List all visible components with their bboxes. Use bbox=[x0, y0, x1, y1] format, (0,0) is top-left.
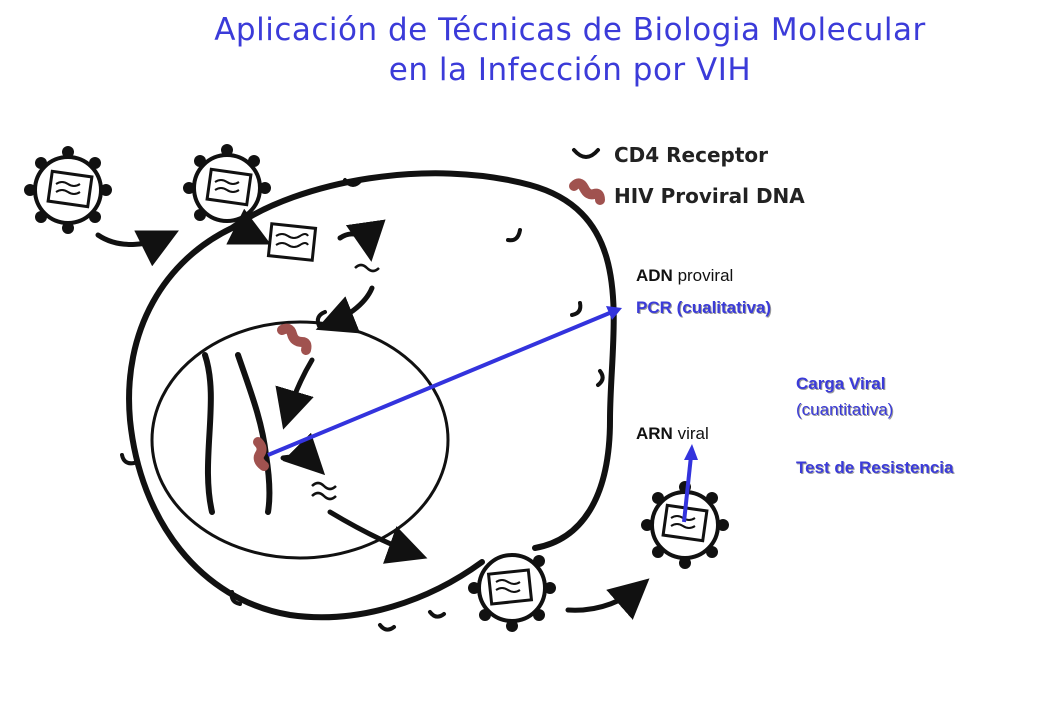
nucleus bbox=[150, 320, 450, 560]
label-adn-proviral: ADN proviral bbox=[636, 266, 733, 286]
label-pcr-cualitativa: PCR (cualitativa) bbox=[636, 298, 772, 317]
uncoated-capsid bbox=[266, 222, 318, 262]
proviral-dna-icon bbox=[277, 323, 312, 355]
lifecycle-arrows bbox=[95, 208, 650, 620]
label-proviral: proviral bbox=[672, 266, 734, 285]
viral-rna-icons bbox=[311, 263, 380, 501]
label-test-resistencia: Test de Resistencia bbox=[796, 458, 954, 477]
legend-cd4-receptor: CD4 Receptor bbox=[614, 143, 769, 167]
blue-pointer-arrows bbox=[267, 306, 698, 523]
virus-particle-2 bbox=[183, 144, 271, 223]
label-arn-viral: ARN viral bbox=[636, 424, 709, 444]
slide-title: Aplicación de Técnicas de Biologia Molec… bbox=[0, 10, 1040, 90]
host-chromosomes bbox=[202, 352, 273, 515]
title-line-1: Aplicación de Técnicas de Biologia Molec… bbox=[214, 12, 926, 48]
label-viral: viral bbox=[672, 424, 709, 443]
virus-particle-budding bbox=[468, 553, 556, 632]
virus-particle-1 bbox=[24, 146, 112, 234]
label-cuantitativa: (cuantitativa) bbox=[796, 400, 894, 419]
label-arn: ARN bbox=[636, 424, 673, 443]
label-carga-viral: Carga Viral bbox=[796, 374, 886, 393]
integrated-proviral-dna-icon bbox=[253, 437, 269, 471]
cd4-receptor-legend-icon bbox=[572, 148, 600, 159]
legend-hiv-proviral-dna: HIV Proviral DNA bbox=[614, 184, 805, 208]
title-line-2: en la Infección por VIH bbox=[388, 52, 752, 88]
proviral-dna-legend-icon bbox=[569, 178, 605, 205]
label-adn: ADN bbox=[636, 266, 673, 285]
